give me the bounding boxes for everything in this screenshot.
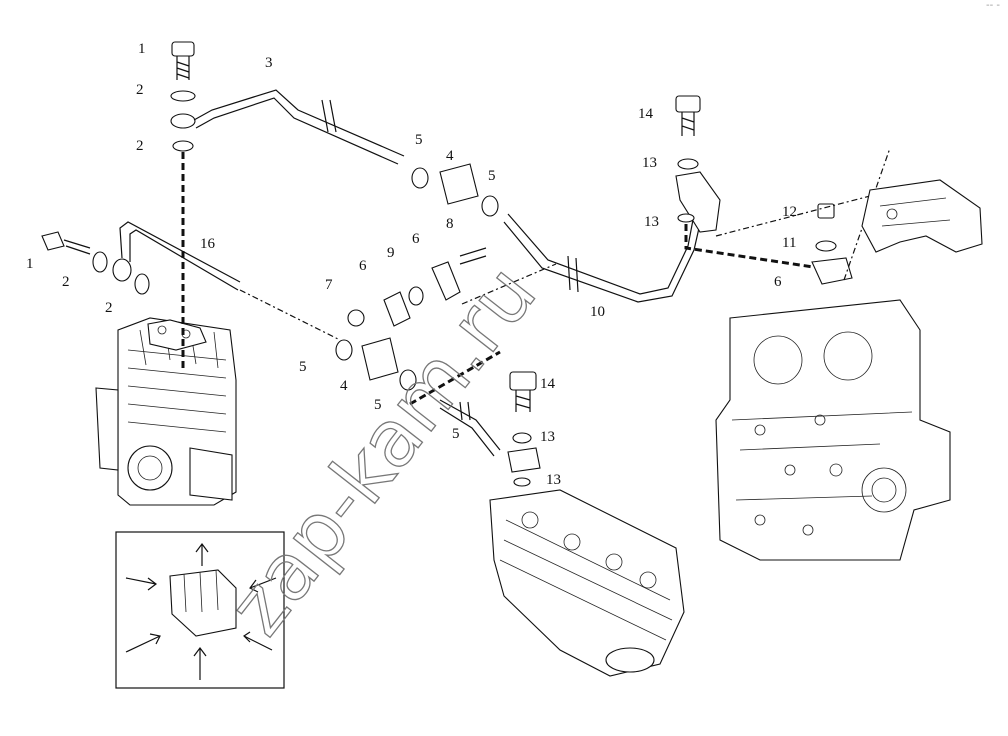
pipe-lower [439,399,501,457]
callout-label: 13 [644,214,659,230]
corner-mark: -- - [985,0,1000,11]
callout-labels: 1 2 2 3 5 4 5 8 1 2 2 16 6 9 6 7 5 4 5 5… [26,41,797,488]
callout-label: 2 [105,300,113,316]
cylinder-head [489,489,685,677]
callout-label: 5 [415,132,423,148]
inset-detail [115,531,285,689]
pipe-lower-break [459,401,471,421]
pipe-10 [507,203,697,295]
callout-label: 4 [446,148,454,164]
callout-label: 4 [340,378,348,394]
callout-label: 2 [136,138,144,154]
exhaust-elbow [861,179,983,253]
leader-upper-right [684,224,821,270]
pipe-16-assembly [41,221,241,295]
middle-fittings [347,247,487,327]
callout-label: 10 [590,304,605,320]
lower-hose-assembly [335,337,417,391]
callout-label: 6 [774,274,782,290]
callout-label: 9 [387,245,395,261]
leader-lower [409,350,501,406]
leader-right [715,147,891,281]
callout-label: 6 [412,231,420,247]
callout-label: 14 [540,376,556,392]
callout-label: 14 [638,106,654,122]
lower-banjo [507,371,541,487]
callout-label: 8 [446,216,454,232]
compressor-banjo-fitting [170,41,196,152]
callout-label: 3 [265,55,273,71]
callout-label: 5 [488,168,496,184]
callout-label: 1 [26,256,34,272]
callout-label: 1 [138,41,146,57]
upper-right-banjo [675,95,721,233]
air-compressor [95,317,237,506]
callout-label: 2 [62,274,70,290]
callout-label: 13 [546,472,561,488]
leader-9 [461,263,557,305]
callout-label: 16 [200,236,216,252]
callout-label: 5 [299,359,307,375]
callout-label: 6 [359,258,367,274]
callout-label: 5 [452,426,460,442]
pipe-10-break [567,255,579,293]
upper-hose-assembly [411,163,499,217]
pipe-3 [193,89,405,157]
pipe-3-outline [195,97,399,165]
callout-label: 11 [782,235,796,251]
engine-block [715,299,951,561]
callout-label: 13 [540,429,555,445]
right-top-fittings [811,203,853,285]
callout-label: 13 [642,155,657,171]
callout-label: 7 [325,277,333,293]
callout-label: 5 [374,397,382,413]
callout-label: 12 [782,204,797,220]
leader-16 [239,289,341,341]
callout-label: 2 [136,82,144,98]
pipe-3-break [321,99,337,133]
pipe-10-outline [503,205,705,303]
